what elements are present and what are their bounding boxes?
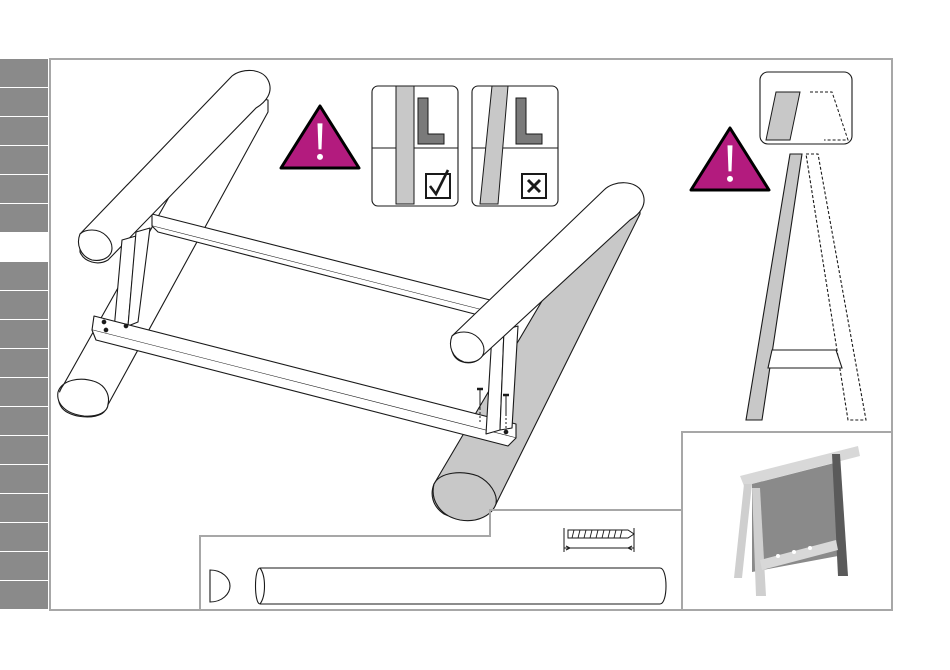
front-cross-bar bbox=[92, 316, 516, 438]
sidebar-step-tab[interactable] bbox=[0, 349, 48, 377]
end-cap-part bbox=[210, 570, 230, 602]
log-rail-part bbox=[256, 568, 667, 604]
warning-icon bbox=[691, 128, 769, 190]
sidebar-step-tabs bbox=[0, 59, 48, 609]
side-view-detail-inset bbox=[760, 72, 852, 144]
sidebar-step-tab[interactable] bbox=[0, 117, 48, 145]
sidebar-step-tab[interactable] bbox=[0, 465, 48, 493]
sidebar-step-tab[interactable] bbox=[0, 146, 48, 174]
sidebar-step-tab[interactable] bbox=[0, 378, 48, 406]
sidebar-step-tab[interactable] bbox=[0, 233, 48, 261]
sidebar-step-tab[interactable] bbox=[0, 291, 48, 319]
detail-panel-correct bbox=[372, 86, 458, 206]
sidebar-step-tab[interactable] bbox=[0, 320, 48, 348]
sidebar-step-tab[interactable] bbox=[0, 59, 48, 87]
sidebar-step-tab[interactable] bbox=[0, 552, 48, 580]
sidebar-step-tab[interactable] bbox=[0, 204, 48, 232]
sidebar-step-tab[interactable] bbox=[0, 436, 48, 464]
detail-panel-incorrect bbox=[472, 86, 558, 206]
sidebar-step-tab[interactable] bbox=[0, 407, 48, 435]
sidebar-step-tab[interactable] bbox=[0, 262, 48, 290]
screw-icon bbox=[564, 528, 634, 552]
checkbox-x-icon bbox=[522, 174, 546, 198]
sidebar-step-tab[interactable] bbox=[0, 523, 48, 551]
back-cross-bar bbox=[152, 214, 490, 312]
checkbox-checked-icon bbox=[426, 170, 450, 198]
sidebar-step-tab[interactable] bbox=[0, 175, 48, 203]
sidebar-step-tab[interactable] bbox=[0, 581, 48, 609]
side-view-leg bbox=[746, 154, 866, 420]
sidebar-step-tab[interactable] bbox=[0, 494, 48, 522]
warning-icon bbox=[281, 106, 359, 168]
sidebar-step-tab[interactable] bbox=[0, 88, 48, 116]
